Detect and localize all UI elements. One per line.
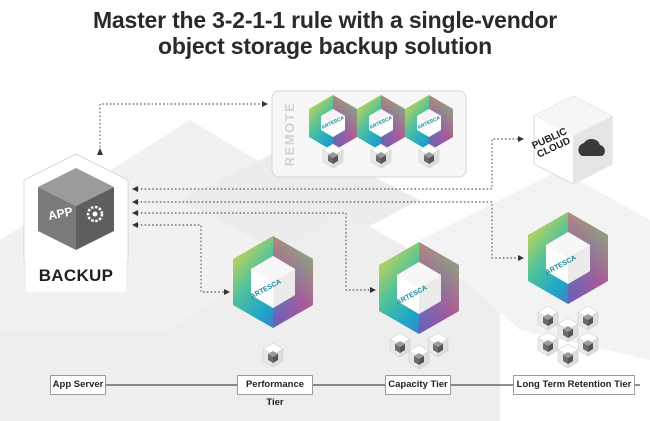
- public-cloud-node: [533, 95, 613, 185]
- page-title-line-2: object storage backup solution: [158, 33, 492, 59]
- page-title-line-1: Master the 3-2-1-1 rule with a single-ve…: [92, 7, 558, 33]
- background-shape: [0, 210, 500, 421]
- connector-lines: [99, 103, 520, 293]
- cloud-icon: [578, 138, 605, 156]
- timeline-app-server: App Server: [50, 375, 106, 395]
- remote-hexes: [309, 95, 453, 169]
- connector-arrowheads: [97, 101, 524, 295]
- backup-label: BACKUP: [38, 266, 114, 285]
- remote-label: REMOTE: [282, 101, 297, 167]
- timeline-performance-tier: Performance Tier: [237, 375, 313, 408]
- timeline-capacity-tier: Capacity Tier: [385, 375, 451, 395]
- backup-node: [23, 153, 129, 292]
- tier-hexes: [233, 212, 608, 334]
- timeline-long-term-tier: Long Term Retention Tier: [513, 375, 635, 395]
